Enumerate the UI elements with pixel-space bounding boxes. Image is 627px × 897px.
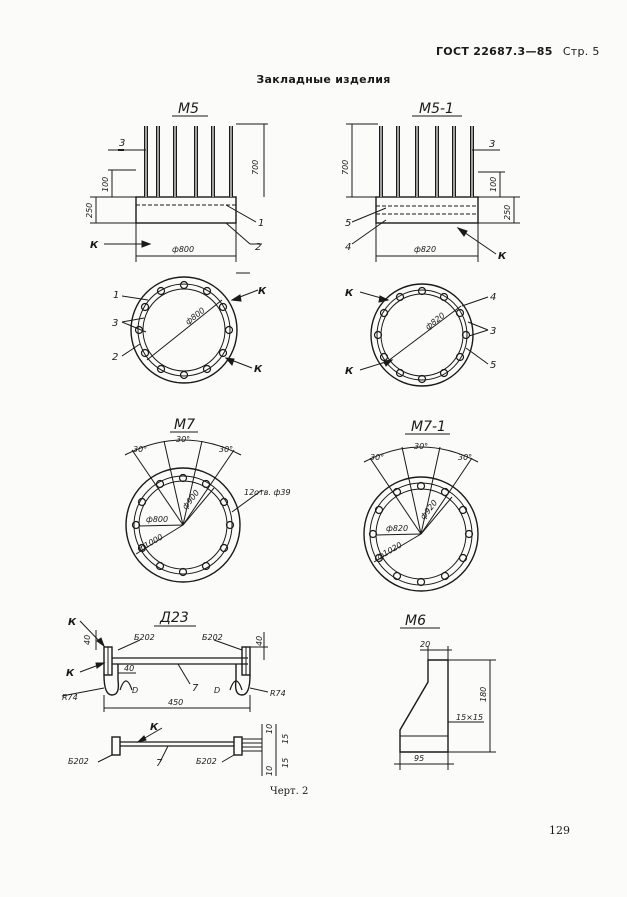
m5-plan-label-k2: К (254, 364, 263, 375)
m5-plan-label-k1: К (258, 286, 267, 297)
d23-side-b202-right: Б202 (196, 757, 217, 766)
m7-1-plan: М7-1 30° 30° 30° ф920 ф820 ф1020 (363, 419, 479, 592)
m6-dim-95: 95 (414, 754, 424, 763)
d23-side-dim-15-top: 15 (281, 734, 290, 744)
d23-r74-right: R74 (270, 689, 286, 698)
d23-side-view: К Б202 7 Б202 10 15 15 10 (68, 722, 290, 776)
m5-plan-label-3: 3 (112, 318, 118, 329)
m5-1-title: М5-1 (419, 101, 454, 117)
document-header: ГОСТ 22687.3—85 Стр. 5 (436, 45, 600, 58)
m7-1-angle-1: 30° (370, 453, 384, 462)
m7-angle-1: 30° (133, 445, 147, 454)
m7-1-angle-2: 30° (414, 442, 428, 451)
d23-dim-450: 450 (168, 698, 183, 707)
d23-label-k2: К (66, 668, 75, 679)
page-number: 129 (549, 824, 570, 837)
m5-dim-700: 700 (251, 160, 260, 175)
m5-1-anchor-bars (379, 126, 474, 197)
m5-label-k: К (90, 240, 99, 251)
m7-plan: М7 30° 30° 30° ф900 ф800 ф1000 12отв. ф3… (124, 417, 291, 583)
m7-angle-2: 30° (176, 435, 190, 444)
d23-title: Д23 (159, 610, 189, 626)
d23-dim-40-right: 40 (255, 636, 264, 646)
m5-dim-800: ф800 (172, 245, 194, 254)
m5-label-3: 3 (119, 138, 125, 149)
m7-1-holes (368, 481, 474, 587)
m5-1-dim-100: 100 (489, 177, 498, 192)
m6-profile: М6 20 180 15×15 95 (394, 613, 496, 770)
m5-label-2: 2 (255, 242, 261, 253)
m5-1-dim-820: ф820 (414, 245, 436, 254)
m5-1-plan-label-5: 5 (490, 360, 496, 371)
m7-1-dim-820: ф820 (386, 524, 408, 533)
m5-1-plan-holes (373, 286, 471, 384)
m7-1-title: М7-1 (411, 419, 446, 435)
d23-b202-right: Б202 (202, 633, 223, 642)
m5-plan-label-1: 1 (113, 290, 119, 301)
m7-holes-note: 12отв. ф39 (244, 488, 291, 497)
d23-label-k1: К (68, 617, 77, 628)
d23-label-7: 7 (192, 683, 199, 694)
d23-d-right: D (214, 686, 220, 695)
d23-side-dim-10-bottom: 10 (265, 766, 274, 776)
m5-1-label-k: К (498, 251, 507, 262)
m5-1-label-5: 5 (345, 218, 351, 229)
d23-side-b202-left: Б202 (68, 757, 89, 766)
m5-1-plan-label-4: 4 (490, 292, 496, 303)
m5-1-elevation: М5-1 700 100 (341, 101, 520, 262)
m5-1-label-4: 4 (345, 242, 351, 253)
m7-1-angle-3: 30° (458, 453, 472, 462)
m5-1-dim-700: 700 (341, 160, 350, 175)
d23-side-label-7: 7 (156, 758, 163, 769)
m7-holes (131, 473, 235, 577)
m5-title: М5 (178, 101, 199, 117)
m7-1-dim-1020: ф1020 (376, 540, 404, 561)
m5-dim-100: 100 (101, 177, 110, 192)
m5-1-plan-label-3: 3 (490, 326, 496, 337)
header-page: Стр. 5 (562, 45, 600, 58)
m5-1-plan: ф820 К К 4 3 5 (345, 283, 496, 387)
m5-plan-dim-800: ф800 (184, 306, 207, 327)
d23-b202-left: Б202 (134, 633, 155, 642)
m5-label-1: 1 (258, 218, 264, 229)
m6-dim-15x15: 15×15 (456, 713, 483, 722)
d23-d-left: D (132, 686, 138, 695)
d23-side-label-k: К (150, 722, 159, 733)
m5-1-label-3: 3 (489, 139, 495, 150)
d23-side-dim-15-bottom: 15 (281, 758, 290, 768)
m7-dim-800: ф800 (146, 515, 168, 524)
d23-r74-left: R74 (62, 693, 78, 702)
m6-dim-180: 180 (479, 687, 488, 702)
m6-title: М6 (405, 613, 426, 629)
m5-dim-250: 250 (85, 203, 94, 218)
m7-1-dim-920: ф920 (418, 498, 439, 521)
d23-dim-40-bottom: 40 (124, 664, 134, 673)
m7-title: М7 (174, 417, 195, 433)
m7-dim-900: ф900 (180, 488, 201, 511)
figure-caption: Черт. 2 (270, 786, 309, 797)
m5-plan: ф800 1 3 2 К К (112, 276, 267, 384)
m7-angle-3: 30° (219, 445, 233, 454)
m6-dim-20: 20 (420, 640, 430, 649)
m5-plan-label-2: 2 (112, 352, 118, 363)
m5-anchor-bars (144, 126, 233, 197)
m5-1-plan-label-k2: К (345, 366, 354, 377)
m5-elevation: М5 700 100 (85, 101, 268, 262)
m5-1-plan-label-k1: К (345, 288, 354, 299)
d23-elevation: Д23 К К 40 Б202 Б202 40 40 R74 (61, 610, 286, 712)
section-title: Закладные изделия (256, 73, 391, 86)
standard-number: ГОСТ 22687.3—85 (436, 45, 553, 58)
m5-1-dim-250: 250 (503, 205, 512, 220)
m5-1-plan-dim-820: ф820 (424, 311, 447, 332)
d23-side-dim-10-top: 10 (265, 724, 274, 734)
d23-dim-40-left: 40 (83, 635, 92, 645)
